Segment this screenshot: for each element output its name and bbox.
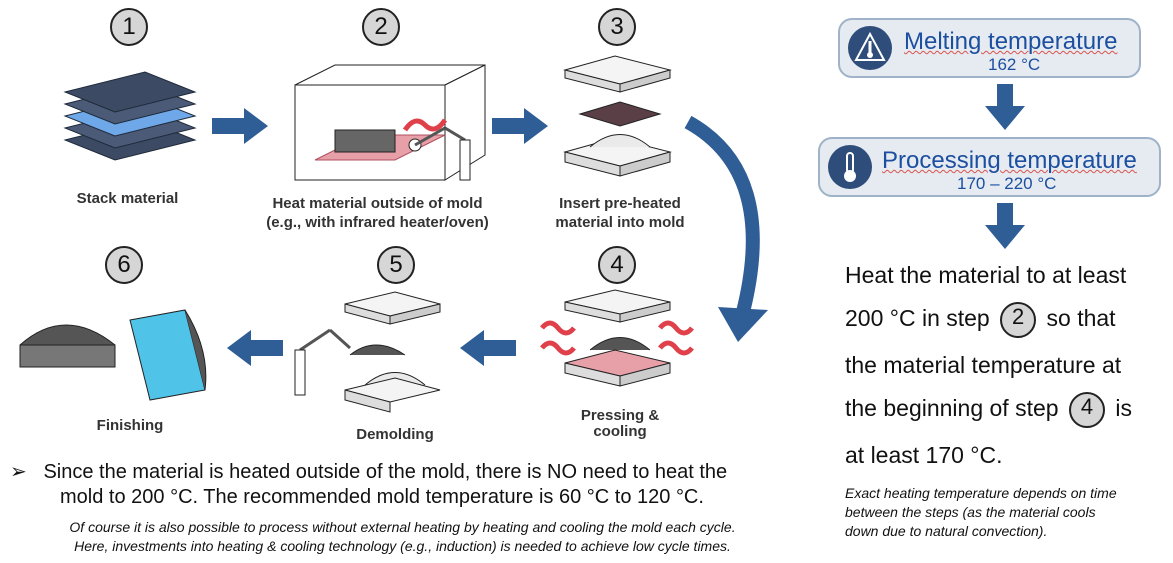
heat-text-line3: the material temperature at (845, 352, 1122, 378)
heat-text-line2: 200 °C in step 2 so that (845, 302, 1116, 338)
thermometer-warning-icon (848, 26, 892, 70)
curved-arrow-step3-to-4 (684, 115, 768, 342)
finished-parts-illustration (19, 309, 207, 401)
open-mold-illustration (563, 55, 672, 177)
step-4-caption: Pressing &cooling (580, 407, 660, 440)
melting-temperature-label: Melting temperature (904, 28, 1118, 55)
step-1-caption: Stack material (76, 190, 179, 207)
arrow-down-1 (985, 84, 1025, 130)
inline-step-2-badge: 2 (1000, 302, 1037, 338)
processing-temperature-box: Processing temperature 170 – 220 °C (818, 137, 1161, 197)
stacked-sheets-illustration (63, 71, 197, 161)
processing-temperature-label: Processing temperature (882, 147, 1137, 174)
step-2-caption: Heat material outside of mold(e.g., with… (266, 195, 489, 231)
demolding-illustration (294, 291, 441, 413)
step-2-badge: 2 (362, 8, 400, 46)
heat-text-line4: the beginning of step 4 is (845, 392, 1132, 428)
step-3-badge: 3 (598, 8, 636, 46)
arrow-step5-to-6 (227, 330, 283, 366)
step-5-badge: 5 (377, 246, 415, 284)
processing-temperature-value: 170 – 220 °C (957, 174, 1057, 193)
mold-temperature-bullet: ➢ Since the material is heated outside o… (10, 461, 728, 508)
inline-step-4-badge: 4 (1068, 392, 1105, 428)
footnote: Of course it is also possible to process… (69, 519, 736, 554)
pressing-mold-illustration (540, 289, 694, 387)
oven-illustration (294, 64, 486, 181)
arrow-step4-to-5 (460, 330, 516, 366)
step-1-badge: 1 (110, 8, 148, 46)
heat-text-line5: at least 170 °C. (845, 442, 1003, 468)
melting-temperature-box: Melting temperature 162 °C (838, 18, 1141, 78)
arrow-step1-to-2 (212, 108, 268, 144)
step-4-badge: 4 (598, 246, 636, 284)
melting-temperature-value: 162 °C (988, 55, 1041, 74)
step-6-caption: Finishing (96, 417, 164, 434)
heat-text-line1: Heat the material to at least (845, 262, 1127, 288)
arrow-down-2 (985, 203, 1025, 249)
heating-side-note: Exact heating temperature depends on tim… (845, 485, 1117, 539)
bullet-arrow-icon: ➢ (10, 461, 27, 483)
thermometer-icon (828, 145, 872, 189)
arrow-step2-to-3 (492, 108, 548, 144)
step-5-caption: Demolding (356, 426, 434, 443)
step-6-badge: 6 (105, 246, 143, 284)
